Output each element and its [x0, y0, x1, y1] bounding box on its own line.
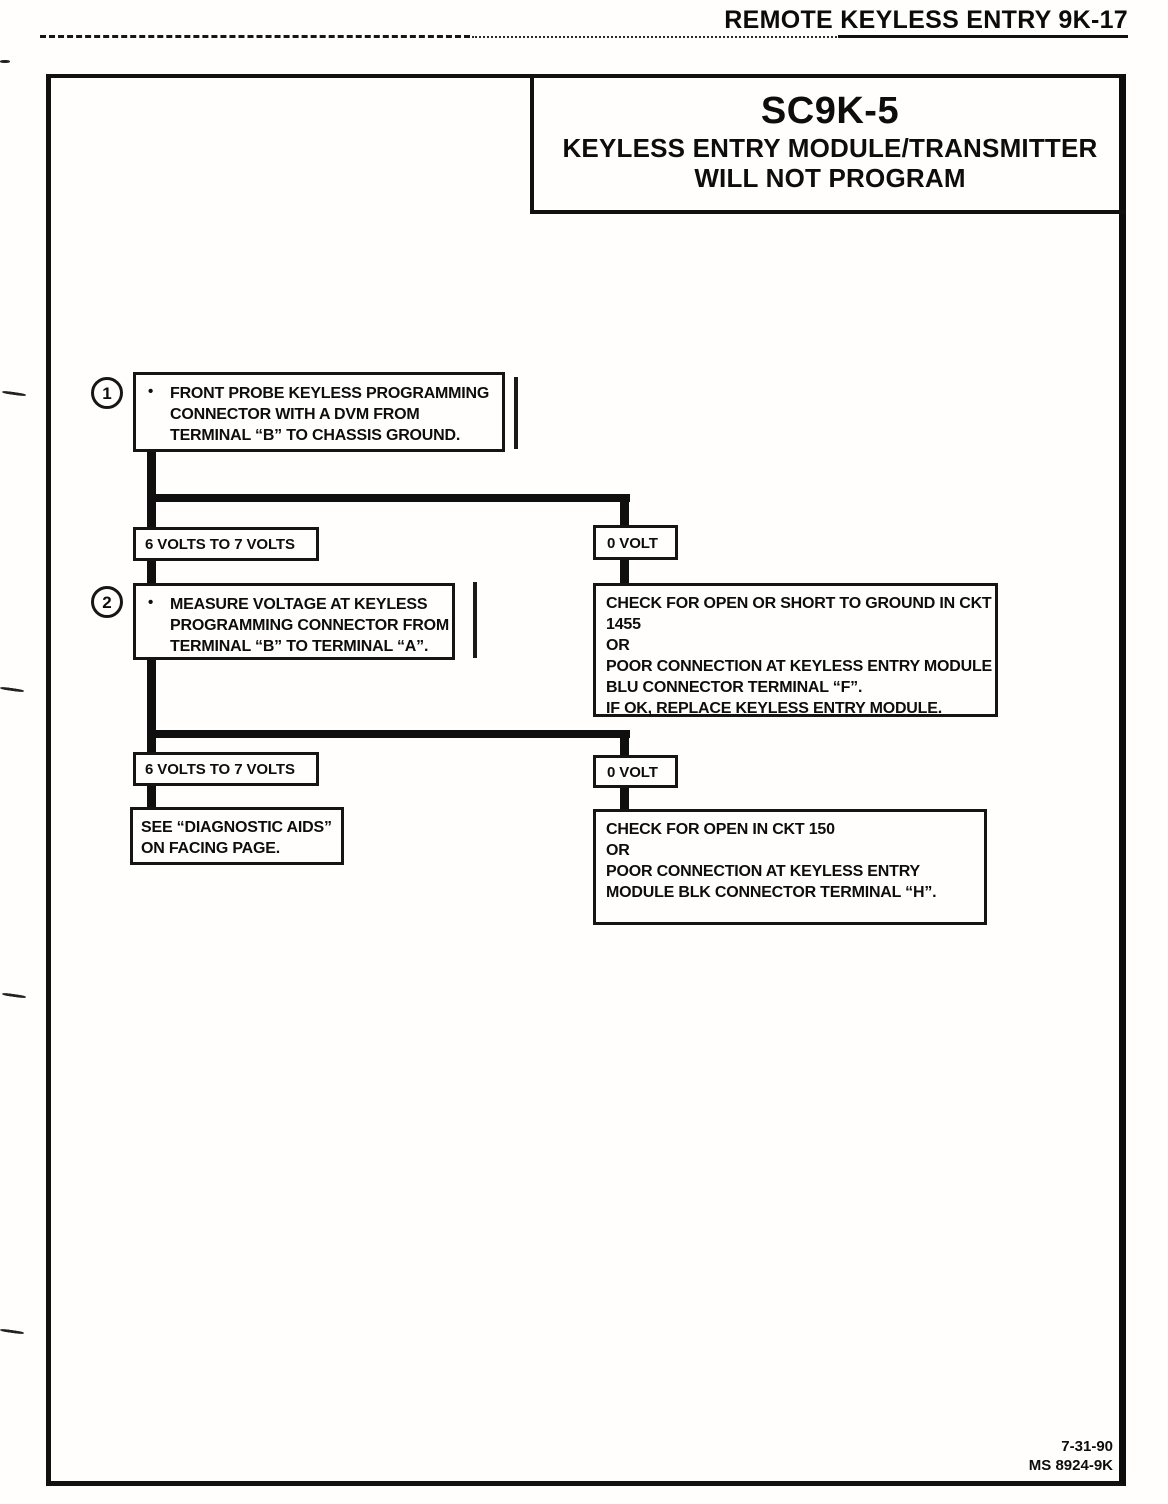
bullet-icon: •: [148, 383, 154, 400]
step-1-line: FRONT PROBE KEYLESS PROGRAMMING: [170, 385, 490, 402]
scan-margin-mark: [0, 1328, 25, 1335]
scan-margin-mark: [1, 992, 27, 999]
result-zero-volt-1: 0 VOLT: [593, 525, 678, 560]
connector-line: [147, 494, 630, 502]
flowchart-border: [46, 74, 1126, 1486]
page-header-title: REMOTE KEYLESS ENTRY 9K-17: [724, 6, 1128, 34]
action-line: POOR CONNECTION AT KEYLESS ENTRY: [606, 863, 920, 880]
result-volts-2: 6 VOLTS TO 7 VOLTS: [133, 752, 319, 786]
title-block: SC9K-5 KEYLESS ENTRY MODULE/TRANSMITTER …: [530, 74, 1126, 214]
scan-margin-mark: [1, 390, 27, 397]
connector-line: [147, 660, 156, 753]
header-rule-segment: [40, 35, 470, 38]
scan-margin-mark: [0, 60, 10, 63]
connector-line: [620, 494, 629, 528]
result-zero-volt-2: 0 VOLT: [593, 755, 678, 788]
bullet-icon: •: [148, 594, 154, 611]
step-number-1: 1: [91, 377, 123, 409]
connector-line: [147, 561, 156, 586]
footer-date: 7-31-90: [1061, 1438, 1113, 1455]
connector-line: [147, 786, 156, 808]
footer-doc-number: MS 8924-9K: [1028, 1457, 1113, 1474]
action-line: MODULE BLK CONNECTOR TERMINAL “H”.: [606, 884, 937, 901]
step-number-2: 2: [91, 586, 123, 618]
connector-line: [147, 452, 156, 530]
action-line: CHECK FOR OPEN OR SHORT TO GROUND IN CKT: [606, 595, 992, 612]
action-line: OR: [606, 637, 630, 654]
chart-code: SC9K-5: [760, 90, 900, 132]
step-1-line: TERMINAL “B” TO CHASSIS GROUND.: [170, 427, 461, 444]
action-line: BLU CONNECTOR TERMINAL “F”.: [606, 679, 863, 696]
chart-subtitle-line-2: WILL NOT PROGRAM: [694, 163, 966, 193]
scan-artifact-bar: [473, 582, 477, 658]
scan-margin-mark: [0, 686, 25, 693]
action-line: 1455: [606, 616, 641, 633]
action-ckt-1455-box: CHECK FOR OPEN OR SHORT TO GROUND IN CKT…: [593, 583, 998, 717]
diagnostic-aids-line: SEE “DIAGNOSTIC AIDS”: [141, 819, 332, 836]
step-1-box: • FRONT PROBE KEYLESS PROGRAMMING CONNEC…: [133, 372, 505, 452]
header-rule-segment: [838, 35, 1128, 38]
action-ckt-150-box: CHECK FOR OPEN IN CKT 150 OR POOR CONNEC…: [593, 809, 987, 925]
connector-line: [620, 560, 629, 584]
result-volts-1: 6 VOLTS TO 7 VOLTS: [133, 527, 319, 561]
header-rule-segment: [472, 36, 852, 38]
action-line: IF OK, REPLACE KEYLESS ENTRY MODULE.: [606, 700, 942, 717]
step-1-line: CONNECTOR WITH A DVM FROM: [170, 406, 420, 423]
step-2-box: • MEASURE VOLTAGE AT KEYLESS PROGRAMMING…: [133, 583, 455, 660]
connector-line: [147, 730, 630, 738]
step-2-line: MEASURE VOLTAGE AT KEYLESS: [170, 596, 428, 613]
connector-line: [620, 788, 629, 811]
connector-line: [620, 730, 629, 757]
action-line: POOR CONNECTION AT KEYLESS ENTRY MODULE: [606, 658, 993, 675]
scan-artifact-bar: [514, 377, 518, 449]
diagnostic-aids-line: ON FACING PAGE.: [141, 840, 280, 857]
step-2-line: PROGRAMMING CONNECTOR FROM: [170, 617, 449, 634]
action-line: CHECK FOR OPEN IN CKT 150: [606, 821, 835, 838]
step-2-line: TERMINAL “B” TO TERMINAL “A”.: [170, 638, 429, 655]
diagnostic-aids-box: SEE “DIAGNOSTIC AIDS” ON FACING PAGE.: [130, 807, 344, 865]
page-footer: 7-31-90 MS 8924-9K: [1029, 1437, 1113, 1475]
action-line: OR: [606, 842, 630, 859]
chart-subtitle-line-1: KEYLESS ENTRY MODULE/TRANSMITTER: [562, 133, 1098, 163]
